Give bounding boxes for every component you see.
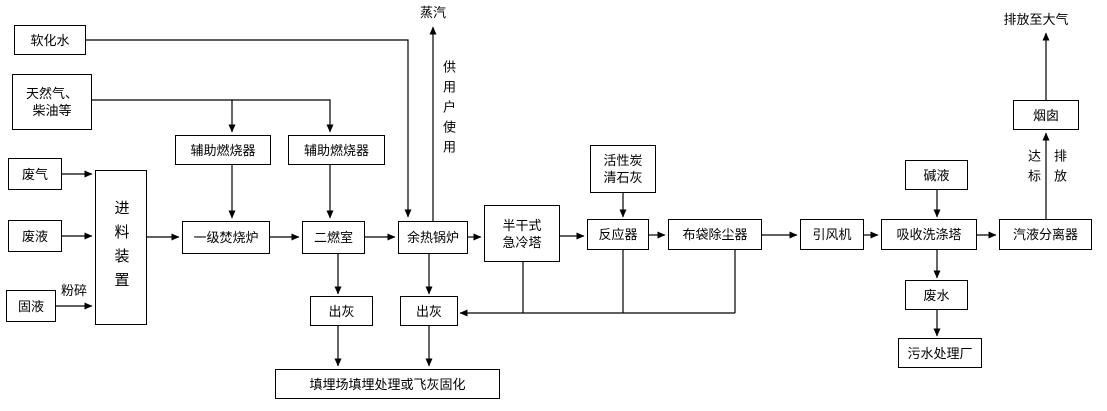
bag-filter-box: 布袋除尘器 <box>668 219 762 250</box>
secondary-combustion-chamber-label: 二燃室 <box>313 230 353 245</box>
natural-gas-diesel-label-line1: 天然气、 <box>25 86 78 101</box>
waste-liquid-box: 废液 <box>8 220 62 252</box>
landfill-label: 填埋场填埋处理或飞灰固化 <box>309 376 466 392</box>
auxiliary-burner-2-box: 辅助燃烧器 <box>288 135 385 165</box>
ash-discharge-2-box: 出灰 <box>400 296 458 326</box>
arrow-softened-water-to-boiler <box>86 39 412 218</box>
induced-draft-fan-label: 引风机 <box>812 227 852 242</box>
ash-discharge-1-box: 出灰 <box>310 296 373 326</box>
alkali-box: 碱液 <box>905 160 968 190</box>
primary-incinerator-box: 一级焚烧炉 <box>182 221 270 254</box>
auxiliary-burner-2-label: 辅助燃烧器 <box>303 142 369 158</box>
waste-liquid-label: 废液 <box>21 228 48 244</box>
reactor-label: 反应器 <box>598 227 638 242</box>
softened-water-label: 软化水 <box>30 32 70 48</box>
waste-heat-boiler-label: 余热锅炉 <box>406 230 459 245</box>
natural-gas-diesel-box: 天然气、 柴油等 <box>12 74 92 130</box>
standard-discharge-label-col1: 达标 <box>1026 149 1041 189</box>
steam-label: 蒸汽 <box>419 5 446 20</box>
landfill-box: 填埋场填埋处理或飞灰固化 <box>275 369 500 399</box>
discharge-to-atmosphere-label: 排放至大气 <box>1003 12 1069 27</box>
wastewater-label: 废水 <box>923 287 950 303</box>
bag-filter-label: 布袋除尘器 <box>682 227 748 242</box>
standard-discharge-label-col2: 排放 <box>1052 149 1067 189</box>
waste-gas-box: 废气 <box>8 158 62 190</box>
solid-waste-box: 固液 <box>6 290 56 322</box>
chimney-box: 烟囱 <box>1013 100 1079 130</box>
absorption-scrubber-label: 吸收洗涤塔 <box>896 227 962 242</box>
feeding-device-box: 进料装置 <box>95 170 147 325</box>
ash-discharge-1-label: 出灰 <box>328 303 355 319</box>
vapor-liquid-separator-box: 汽液分离器 <box>999 219 1092 250</box>
feeding-device-label: 进料装置 <box>112 199 130 296</box>
quench-tower-label-line2: 急冷塔 <box>502 234 542 250</box>
sewage-plant-box: 污水处理厂 <box>898 338 982 368</box>
absorption-scrubber-box: 吸收洗涤塔 <box>881 219 977 250</box>
solid-waste-label: 固液 <box>17 298 44 314</box>
induced-draft-fan-box: 引风机 <box>800 219 864 250</box>
reactor-box: 反应器 <box>587 219 649 250</box>
ash-discharge-2-label: 出灰 <box>415 303 442 319</box>
waste-gas-label: 废气 <box>21 166 48 182</box>
steam-for-users-label: 供用户使用 <box>441 60 456 160</box>
semi-dry-quench-tower-box: 半干式 急冷塔 <box>484 205 560 262</box>
secondary-combustion-chamber-box: 二燃室 <box>302 221 365 254</box>
auxiliary-burner-1-box: 辅助燃烧器 <box>175 135 271 165</box>
wastewater-box: 废水 <box>905 280 968 310</box>
alkali-label: 碱液 <box>923 167 950 183</box>
natural-gas-diesel-label-line2: 柴油等 <box>32 103 72 118</box>
carbon-lime-label-line2: 清石灰 <box>603 170 643 185</box>
activated-carbon-lime-box: 活性炭 清石灰 <box>590 145 656 193</box>
chimney-label: 烟囱 <box>1032 107 1059 123</box>
carbon-lime-label-line1: 活性炭 <box>603 153 643 168</box>
sewage-plant-label: 污水处理厂 <box>907 345 973 361</box>
crushing-label: 粉碎 <box>60 283 87 298</box>
primary-incinerator-label: 一级焚烧炉 <box>193 230 259 245</box>
softened-water-box: 软化水 <box>14 25 86 55</box>
quench-tower-label-line1: 半干式 <box>502 217 542 233</box>
vapor-liquid-separator-label: 汽液分离器 <box>1012 227 1078 242</box>
arrow-gas-to-burner2 <box>92 99 334 133</box>
waste-heat-boiler-box: 余热锅炉 <box>398 221 468 254</box>
auxiliary-burner-1-label: 辅助燃烧器 <box>190 142 256 158</box>
